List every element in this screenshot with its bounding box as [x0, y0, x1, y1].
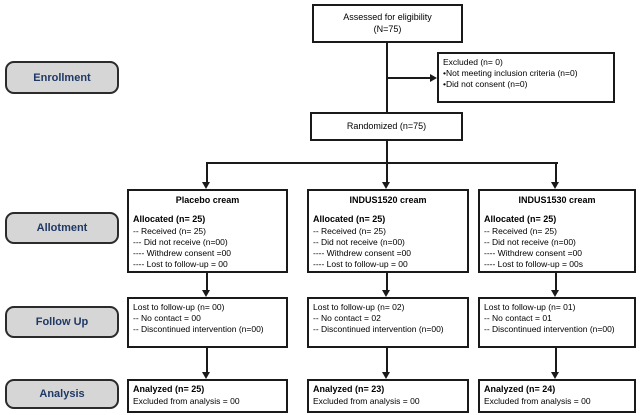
followup-line: -- No contact = 02	[313, 313, 381, 324]
connector-branch-indus1530	[555, 162, 557, 183]
arrowhead-branch-placebo	[202, 182, 210, 189]
allocated-line: ---- Lost to follow-up = 00	[133, 259, 228, 270]
arrowhead-analysis-indus1530	[551, 372, 559, 379]
analyzed-title: Analyzed (n= 25)	[133, 384, 205, 394]
allocated-line: ---- Lost to follow-up = 00s	[484, 259, 583, 270]
allocated-line: -- Received (n= 25)	[313, 225, 386, 236]
excluded-title: Excluded (n= 0)	[443, 57, 503, 67]
excluded-item: •Not meeting inclusion criteria (n=0)	[443, 68, 578, 79]
connector-branch-placebo	[206, 162, 208, 183]
allocated-title: Allocated (n= 25)	[313, 213, 386, 224]
allocated-line: ---- Withdrew consent =00	[484, 248, 583, 259]
followup-line: -- Discontinued intervention (n=00)	[313, 324, 444, 335]
assessed-line2: (N=75)	[373, 23, 402, 34]
analysis-box-placebo: Analyzed (n= 25) Excluded from analysis …	[127, 379, 288, 413]
randomized-box: Randomized (n=75)	[310, 112, 463, 141]
allocated-line: ---- Withdrew consent =00	[133, 248, 232, 259]
allotment-box-placebo: Placebo cream Allocated (n= 25) -- Recei…	[127, 189, 288, 273]
stage-label-text: Analysis	[39, 388, 85, 400]
allocated-title: Allocated (n= 25)	[133, 213, 206, 224]
arrowhead-followup-indus1530	[551, 290, 559, 297]
analysis-box-indus1530: Analyzed (n= 24) Excluded from analysis …	[478, 379, 636, 413]
allocated-line: -- Received (n= 25)	[484, 225, 557, 236]
followup-line: Lost to follow-up (n= 02)	[313, 302, 405, 312]
connector-followup-to-analysis-indus1520	[386, 347, 388, 373]
allocated-line: ---- Withdrew consent =00	[313, 248, 412, 259]
arrowhead-analysis-indus1520	[382, 372, 390, 379]
allotment-box-indus1520: INDUS1520 cream Allocated (n= 25) -- Rec…	[307, 189, 469, 273]
followup-box-indus1530: Lost to follow-up (n= 01) -- No contact …	[478, 297, 636, 348]
allocated-line: --- Did not receive (n=00)	[133, 236, 228, 247]
connector-randomized-down	[386, 140, 388, 164]
arm-title: INDUS1520 cream	[349, 195, 427, 205]
allocated-line: -- Did not receive (n=00)	[484, 236, 576, 247]
followup-line: Lost to follow-up (n= 00)	[133, 302, 225, 312]
analyzed-title: Analyzed (n= 24)	[484, 384, 556, 394]
arrowhead-branch-indus1530	[551, 182, 559, 189]
arrowhead-followup-placebo	[202, 290, 210, 297]
stage-label-enrollment: Enrollment	[5, 61, 119, 94]
stage-label-text: Enrollment	[33, 71, 91, 84]
randomized-label: Randomized (n=75)	[346, 120, 427, 131]
followup-box-indus1520: Lost to follow-up (n= 02) -- No contact …	[307, 297, 469, 348]
allocated-title: Allocated (n= 25)	[484, 213, 557, 224]
followup-line: -- Discontinued intervention (n=00)	[484, 324, 615, 335]
assessed-line1: Assessed for eligibility	[343, 11, 432, 22]
stage-label-analysis: Analysis	[5, 379, 119, 409]
allotment-box-indus1530: INDUS1530 cream Allocated (n= 25) -- Rec…	[478, 189, 636, 273]
arrowhead-branch-indus1520	[382, 182, 390, 189]
stage-label-text: Follow Up	[35, 316, 89, 328]
excluded-item: •Did not consent (n=0)	[443, 79, 528, 90]
analysis-box-indus1520: Analyzed (n= 23) Excluded from analysis …	[307, 379, 469, 413]
connector-spread-horizontal	[206, 162, 558, 164]
allocated-line: -- Did not receive (n=00)	[313, 236, 405, 247]
arm-title: Placebo cream	[175, 195, 240, 205]
followup-line: -- No contact = 00	[133, 313, 201, 324]
allocated-line: -- Received (n= 25)	[133, 225, 206, 236]
connector-allot-to-followup-placebo	[206, 272, 208, 291]
analyzed-line: Excluded from analysis = 00	[484, 395, 591, 406]
arm-title: INDUS1530 cream	[518, 195, 596, 205]
analyzed-line: Excluded from analysis = 00	[313, 395, 420, 406]
followup-line: -- Discontinued intervention (n=00)	[133, 324, 264, 335]
allocated-line: ---- Lost to follow-up = 00	[313, 259, 408, 270]
assessed-for-eligibility-box: Assessed for eligibility (N=75)	[312, 4, 463, 43]
connector-to-excluded	[387, 77, 430, 79]
analyzed-line: Excluded from analysis = 00	[133, 395, 240, 406]
followup-box-placebo: Lost to follow-up (n= 00) -- No contact …	[127, 297, 288, 348]
connector-branch-indus1520	[386, 162, 388, 183]
arrowhead-excluded	[430, 74, 437, 82]
arrowhead-followup-indus1520	[382, 290, 390, 297]
connector-followup-to-analysis-indus1530	[555, 347, 557, 373]
analyzed-title: Analyzed (n= 23)	[313, 384, 385, 394]
followup-line: -- No contact = 01	[484, 313, 552, 324]
stage-label-allotment: Allotment	[5, 212, 119, 244]
stage-label-text: Allotment	[36, 222, 88, 234]
connector-allot-to-followup-indus1520	[386, 272, 388, 291]
excluded-box: Excluded (n= 0) •Not meeting inclusion c…	[437, 52, 615, 103]
connector-followup-to-analysis-placebo	[206, 347, 208, 373]
connector-allot-to-followup-indus1530	[555, 272, 557, 291]
stage-label-follow-up: Follow Up	[5, 306, 119, 338]
followup-line: Lost to follow-up (n= 01)	[484, 302, 576, 312]
arrowhead-analysis-placebo	[202, 372, 210, 379]
